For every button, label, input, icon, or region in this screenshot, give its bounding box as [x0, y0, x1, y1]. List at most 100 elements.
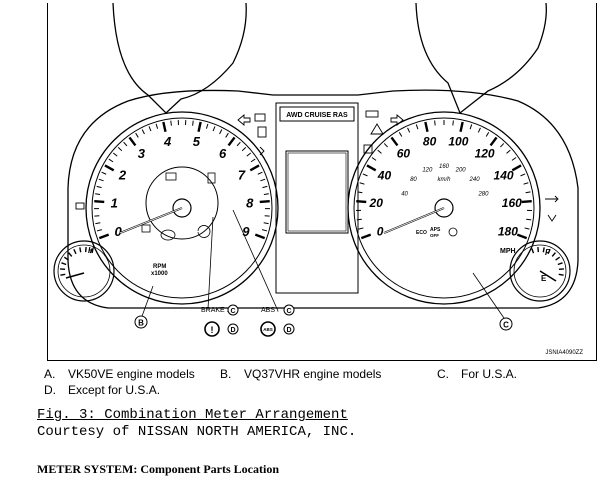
leader-abs: [232, 209, 279, 312]
temp-ticks-tick: [68, 252, 73, 257]
tach-tick: [96, 185, 102, 189]
tach-number: 4: [163, 134, 172, 149]
callout-c-right: C: [503, 321, 509, 330]
fuel-gauge-inner: [513, 244, 567, 298]
leader-c: [472, 272, 507, 322]
callout-c-marker: [499, 317, 513, 331]
speed-tick: [415, 124, 419, 130]
callout-b: B: [138, 319, 144, 328]
door-warning-icon: [165, 172, 177, 181]
speed-tick: [459, 121, 464, 133]
tach-tick: [260, 178, 266, 182]
figure-credit: Courtesy of NISSAN NORTH AMERICA, INC.: [37, 424, 357, 440]
abs-c-marker: [283, 304, 295, 316]
tach-tick: [155, 123, 159, 129]
legend-b-key: B.: [220, 367, 232, 381]
speed-tick: [424, 121, 429, 133]
info-display-inner: [287, 152, 347, 232]
center-panel: [275, 102, 359, 294]
abs-symbol: ABS: [263, 327, 273, 332]
fuel-ticks-tick: [551, 252, 556, 257]
fuel-f-label: F: [545, 248, 551, 257]
section-heading: METER SYSTEM: Component Parts Location: [37, 462, 280, 476]
speed-number: 0: [377, 224, 384, 238]
speed-tick: [511, 164, 522, 172]
speed-tick: [371, 157, 377, 161]
tach-tick: [95, 222, 101, 225]
abs-warning-icon: [260, 321, 276, 337]
speed-tick: [526, 218, 532, 221]
temp-gauge-ring: [53, 240, 115, 302]
tach-number: 5: [193, 134, 201, 149]
tach-tick: [141, 129, 145, 135]
tach-tick: [261, 229, 268, 232]
tach-tick: [98, 178, 104, 182]
figure-title: Fig. 3: Combination Meter Arrangement: [37, 407, 348, 423]
speed-number: 80: [423, 135, 437, 149]
kmh-number: 120: [422, 167, 433, 173]
speed-tick: [377, 149, 382, 154]
tach-tick: [263, 193, 269, 196]
fuel-ticks-tick: [531, 248, 535, 254]
fuel-e-label: E: [541, 274, 547, 283]
speed-number: 120: [475, 147, 495, 161]
headlight-icon: [254, 113, 266, 122]
speed-tick: [485, 131, 490, 137]
speed-number: 160: [502, 196, 522, 210]
speed-tick: [357, 191, 363, 194]
zoom-bubble-right: [415, 3, 547, 115]
speed-number: 60: [397, 147, 411, 161]
speed-tick: [366, 164, 377, 172]
tach-tick: [112, 152, 118, 157]
fuel-gauge: F E: [509, 240, 571, 302]
kmh-number: 40: [401, 192, 408, 198]
speed-tick: [521, 199, 532, 204]
legend-d-key: D.: [44, 383, 56, 397]
speed-tick: [356, 218, 362, 221]
brake-c-marker: [227, 304, 239, 316]
tach-number: 0: [114, 224, 122, 239]
speed-tick: [362, 173, 368, 177]
temp-ticks-tick: [79, 247, 82, 253]
brake-d: D: [230, 327, 235, 334]
fuel-ticks-tick: [557, 262, 563, 266]
speed-tick: [383, 143, 388, 148]
kmh-number: 160: [439, 164, 450, 170]
tach-unit-top: RPM: [153, 264, 166, 270]
tpms-icon: [197, 225, 211, 238]
speed-tick: [360, 233, 372, 240]
tach-number: 9: [242, 224, 250, 239]
tach-tick: [259, 199, 270, 204]
legend-c-text: For U.S.A.: [461, 367, 518, 381]
speed-bezel: [347, 111, 541, 305]
legend-d-text: Except for U.S.A.: [68, 383, 161, 397]
tach-tick: [135, 132, 139, 138]
figure-caption: Fig. 3: Combination Meter Arrangement Co…: [37, 407, 356, 441]
leader-b: [140, 285, 154, 320]
speed-tick: [358, 227, 364, 230]
fuel-ticks-tick: [547, 248, 551, 255]
speed-tick: [523, 182, 529, 185]
fuel-ticks-tick: [555, 256, 561, 261]
brake-d-marker: [227, 323, 239, 335]
tach-inner-dial: [145, 166, 219, 240]
legend: A. VK50VE engine models B. VQ37VHR engin…: [44, 367, 597, 397]
tach-unit-bottom: x1000: [151, 271, 168, 277]
brake-c: C: [230, 308, 235, 315]
temp-ticks-tick: [73, 248, 77, 255]
high-beam-icon: [545, 195, 559, 203]
speed-tick: [356, 199, 367, 204]
seatbelt-warning-icon: [207, 172, 216, 184]
tach-tick: [219, 129, 223, 135]
speed-number: 20: [369, 196, 384, 210]
tach-tick: [96, 229, 103, 232]
tach-tick: [162, 121, 167, 133]
tach-tick: [94, 199, 105, 204]
front-fog-icon: [75, 202, 85, 210]
turn-left-arrow-icon: [237, 114, 251, 126]
tach-bezel: [85, 111, 279, 305]
tach-tick: [263, 222, 269, 225]
tach-tick: [123, 141, 128, 147]
